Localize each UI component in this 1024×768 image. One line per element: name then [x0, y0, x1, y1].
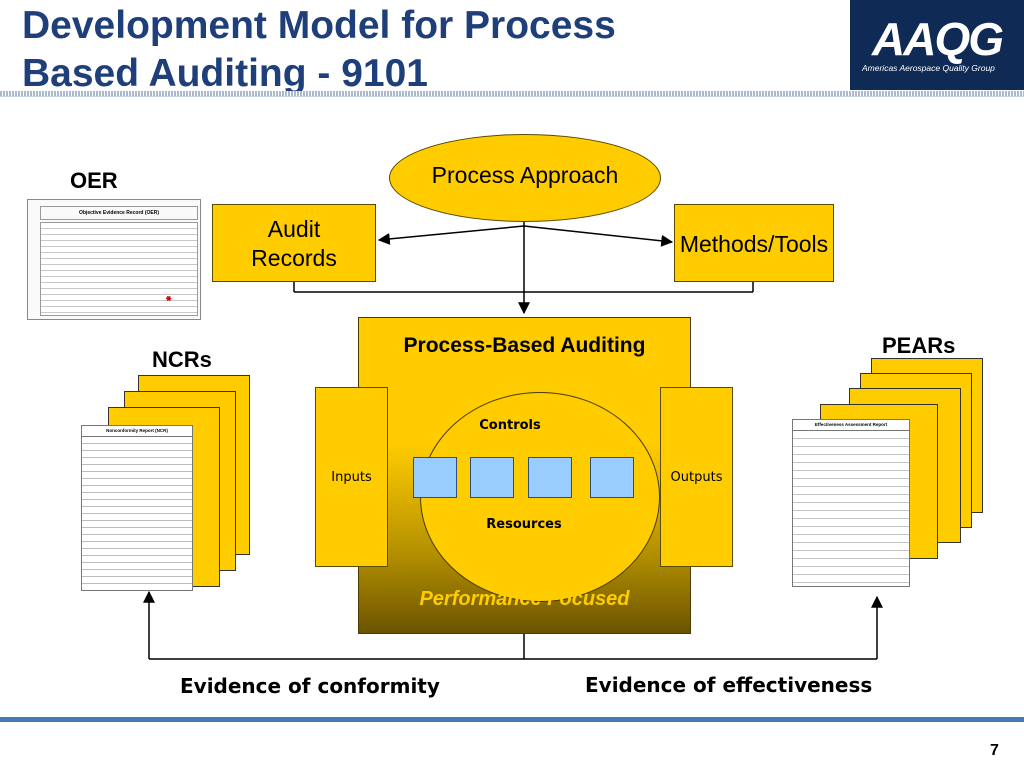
methods-tools-label: Methods/Tools	[679, 231, 829, 257]
title-line-2: Based Auditing - 9101	[22, 52, 428, 95]
page-number: 7	[990, 742, 999, 759]
arrow-to-audit-records	[377, 225, 525, 245]
ncrs-label: NCRs	[152, 347, 212, 372]
oer-document: Objective Evidence Record (OER) ✱	[27, 199, 201, 320]
pba-title: Process-Based Auditing	[403, 334, 646, 357]
pear-form-body	[793, 431, 909, 586]
performance-focused-label: Performance Focused	[419, 588, 630, 610]
header-divider-line	[0, 96, 1024, 97]
process-step-1	[413, 457, 457, 498]
methods-tools-box: Methods/Tools	[674, 204, 834, 282]
oer-form-title: Objective Evidence Record (OER)	[40, 206, 198, 220]
logo-subtitle: Americas Aerospace Quality Group	[862, 63, 995, 73]
arrow-to-methods	[523, 225, 674, 247]
process-step-4	[590, 457, 634, 498]
controls-label: Controls	[479, 418, 541, 433]
evidence-conformity-label: Evidence of conformity	[180, 674, 440, 698]
process-step-2	[470, 457, 514, 498]
inputs-label: Inputs	[331, 470, 372, 485]
pear-document: Effectiveness Assessment Report	[792, 419, 910, 587]
audit-records-line-2: Records	[251, 245, 337, 271]
process-step-3	[528, 457, 572, 498]
outputs-label: Outputs	[670, 470, 723, 485]
oer-label: OER	[70, 168, 118, 193]
process-approach-label: Process Approach	[431, 162, 619, 188]
audit-records-box: Audit Records	[212, 204, 376, 282]
logo-mark: AAQG	[872, 13, 1004, 65]
pear-form-title: Effectiveness Assessment Report	[793, 420, 909, 431]
aaqg-logo: AAQG Americas Aerospace Quality Group	[850, 0, 1024, 90]
title-line-1: Development Model for Process	[22, 4, 616, 47]
resources-label: Resources	[486, 517, 562, 532]
oer-form-body	[40, 222, 198, 316]
process-approach-ellipse: Process Approach	[389, 134, 661, 222]
pears-label: PEARs	[882, 333, 956, 358]
audit-records-line-1: Audit	[267, 216, 321, 242]
outputs-box: Outputs	[660, 387, 733, 567]
evidence-effectiveness-label: Evidence of effectiveness	[585, 673, 873, 697]
ncr-form-title: Nonconformity Report (NCR)	[82, 426, 192, 437]
inputs-box: Inputs	[315, 387, 388, 567]
header-divider	[0, 91, 1024, 96]
ncr-document: Nonconformity Report (NCR)	[81, 425, 193, 591]
ncr-form-body	[82, 437, 192, 590]
footer-divider	[0, 717, 1024, 722]
slide-title: Development Model for Process Based Audi…	[22, 2, 822, 98]
